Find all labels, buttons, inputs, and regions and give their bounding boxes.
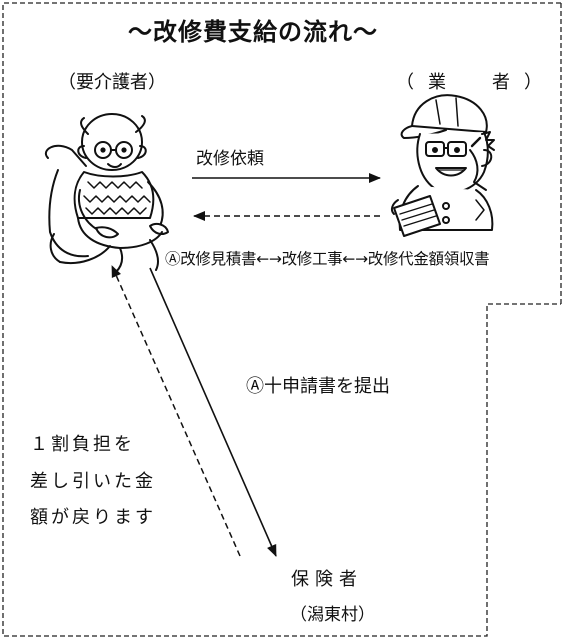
submission-arrow [149,267,277,557]
insurer-sub-label: （潟東村） [290,605,375,625]
refund-note-line: 差し引いた金 [30,471,156,492]
refund-arrow [111,265,241,557]
documents-label: Ⓐ改修見積書←→改修工事←→改修代金額領収書 [165,250,490,268]
care-recipient-label: （要介護者） [58,72,166,93]
contractor-illustration [390,94,495,237]
refund-note-line: 額が戻ります [30,507,156,528]
submission-label: Ⓐ十申請書を提出 [246,376,390,397]
care-recipient-illustration [45,113,169,273]
contractor-label: （業 者） [396,72,556,93]
request-label: 改修依頼 [196,149,264,169]
diagram-title: ～改修費支給の流れ～ [128,18,378,46]
insurer-label: 保険者 [291,569,363,590]
refund-note-line: １割負担を [30,434,135,455]
